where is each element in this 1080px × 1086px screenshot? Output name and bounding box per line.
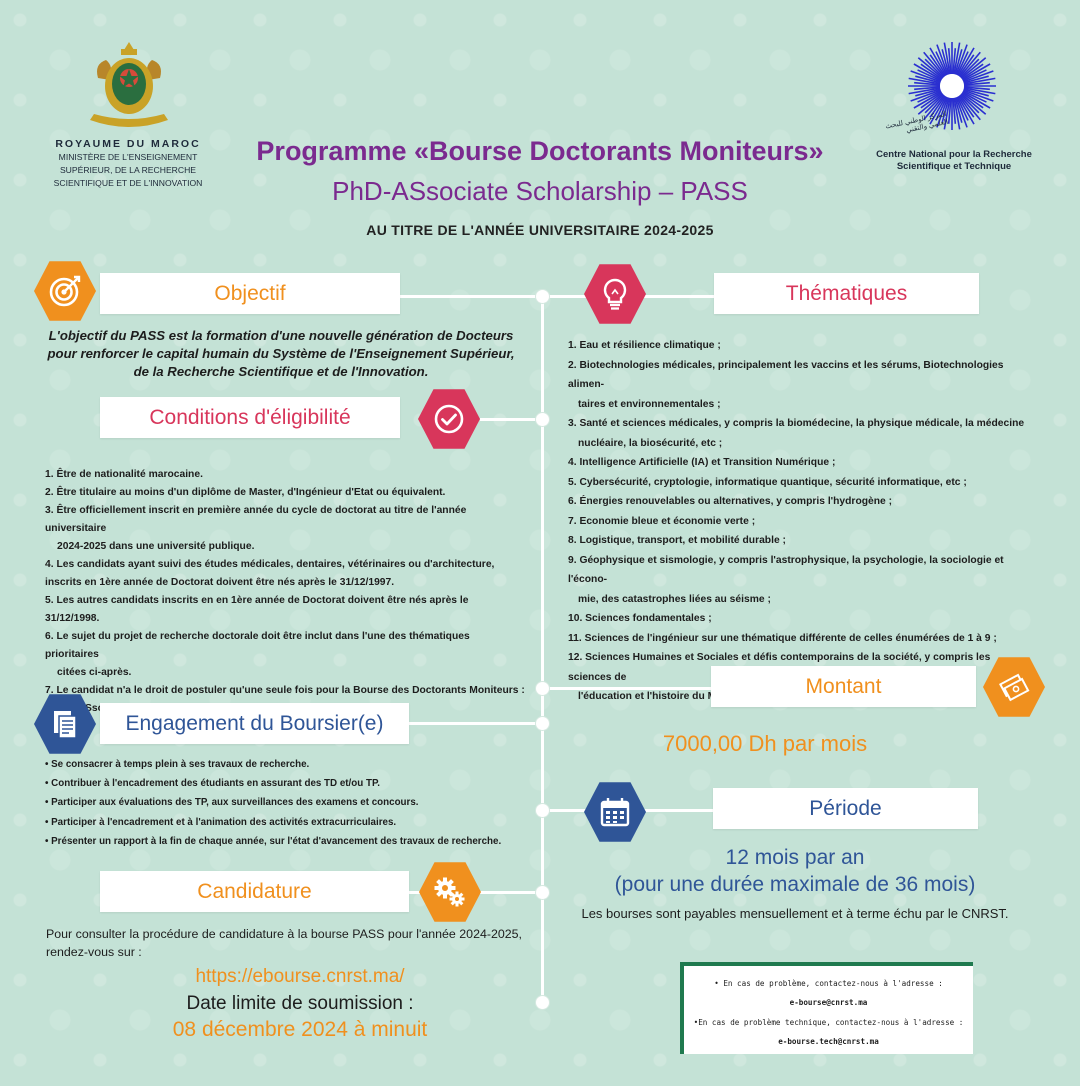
- periode-line-1: 12 mois par an: [725, 846, 865, 869]
- timeline-dot: [535, 716, 550, 731]
- candidature-label: Candidature: [197, 880, 312, 903]
- timeline-dot: [535, 681, 550, 696]
- list-item: 1. Eau et résilience climatique ;: [568, 340, 721, 351]
- contact-email[interactable]: e-bourse@cnrst.ma: [789, 998, 868, 1007]
- periode-label: Période: [809, 797, 882, 820]
- engagement-list: • Se consacrer à temps plein à ses trava…: [45, 755, 525, 851]
- engagement-label: Engagement du Boursier(e): [125, 712, 384, 735]
- timeline-dot: [535, 803, 550, 818]
- list-item: • Se consacrer à temps plein à ses trava…: [45, 759, 310, 770]
- montant-header: Montant: [711, 666, 976, 707]
- objectif-header: Objectif: [100, 273, 400, 314]
- objectif-text-line: pour renforcer le capital humain du Syst…: [47, 346, 515, 361]
- list-item: • Participer aux évaluations des TP, aux…: [45, 797, 419, 809]
- contact-email[interactable]: e-bourse.tech@cnrst.ma: [778, 1037, 879, 1046]
- check-badge-icon: [418, 389, 480, 449]
- ministry-line: SCIENTIFIQUE ET DE L'INNOVATION: [53, 178, 203, 188]
- timeline-dot: [535, 289, 550, 304]
- page-subtitle: PhD-ASsociate Scholarship – PASS: [332, 176, 748, 206]
- timeline-branch: [409, 722, 542, 725]
- list-item: • Contribuer à l'encadrement des étudian…: [45, 778, 380, 790]
- list-item: 1. Être de nationalité marocaine.: [45, 469, 203, 480]
- engagement-header: Engagement du Boursier(e): [100, 703, 409, 744]
- kingdom-name: ROYAUME DU MAROC: [55, 138, 201, 150]
- thematiques-label: Thématiques: [785, 282, 908, 305]
- timeline-dot: [535, 885, 550, 900]
- candidature-text: Pour consulter la procédure de candidatu…: [46, 927, 522, 959]
- academic-year: AU TITRE DE L'ANNÉE UNIVERSITAIRE 2024-2…: [366, 222, 714, 238]
- candidature-header: Candidature: [100, 871, 409, 912]
- list-item: mie, des catastrophes liées au séisme ;: [578, 593, 771, 605]
- list-item: 2024-2025 dans une université publique.: [57, 541, 255, 552]
- conditions-label: Conditions d'éligibilité: [149, 406, 351, 429]
- list-item: 3. Être officiellement inscrit en premiè…: [45, 505, 467, 534]
- cnrst-name: Centre National pour la Recherche Scient…: [866, 149, 1042, 173]
- list-item: 6. Le sujet du projet de recherche docto…: [45, 631, 470, 660]
- montant-label: Montant: [805, 675, 882, 698]
- timeline-branch: [541, 687, 713, 690]
- list-item: 11. Sciences de l'ingénieur sur une thém…: [568, 632, 997, 644]
- cnrst-logo: [906, 40, 998, 132]
- list-item: 12. Sciences Humaines et Sociales et déf…: [568, 652, 991, 683]
- list-item: 7. Economie bleue et économie verte ;: [568, 515, 756, 527]
- thematiques-header: Thématiques: [714, 273, 979, 314]
- list-item: • Participer à l'encadrement et à l'anim…: [45, 816, 397, 828]
- list-item: 6. Énergies renouvelables ou alternative…: [568, 496, 893, 507]
- page-title: Programme «Bourse Doctorants Moniteurs»: [256, 136, 824, 166]
- objectif-text-line: de la Recherche Scientifique et de l'Inn…: [133, 364, 429, 379]
- candidature-link[interactable]: https://ebourse.cnrst.ma/: [195, 966, 405, 987]
- list-item: 4. Intelligence Artificielle (IA) et Tra…: [568, 457, 836, 468]
- deadline-value: 08 décembre 2024 à minuit: [172, 1018, 428, 1041]
- objectif-text: L'objectif du PASS est la formation d'un…: [38, 327, 524, 381]
- list-item: 10. Sciences fondamentales ;: [568, 613, 712, 624]
- timeline-dot: [535, 412, 550, 427]
- conditions-header: Conditions d'éligibilité: [100, 397, 400, 438]
- periode-line-2: (pour une durée maximale de 36 mois): [614, 873, 976, 896]
- thematiques-list: 1. Eau et résilience climatique ; 2. Bio…: [568, 336, 1028, 707]
- ministry-line: SUPÉRIEUR, DE LA RECHERCHE: [59, 165, 197, 175]
- list-item: 5. Cybersécurité, cryptologie, informati…: [568, 476, 967, 488]
- list-item: taires et environnementales ;: [578, 398, 721, 410]
- cnrst-name-line: Centre National pour la Recherche: [876, 149, 1032, 160]
- objectif-label: Objectif: [214, 282, 286, 305]
- list-item: 7. Le candidat n'a le droit de postuler …: [45, 685, 525, 696]
- list-item: nucléaire, la biosécurité, etc ;: [578, 437, 723, 449]
- list-item: 2. Être titulaire au moins d'un diplôme …: [45, 487, 446, 498]
- timeline-vertical: [541, 296, 544, 1002]
- list-item: 3. Santé et sciences médicales, y compri…: [568, 418, 1025, 429]
- timeline-dot: [535, 995, 550, 1010]
- cnrst-name-line: Scientifique et Technique: [896, 161, 1012, 172]
- list-item: inscrits en 1ère année de Doctorat doive…: [45, 577, 395, 588]
- list-item: • Présenter un rapport à la fin de chaqu…: [45, 835, 502, 847]
- montant-value: 7000,00 Dh par mois: [662, 731, 868, 756]
- target-icon: [34, 261, 96, 321]
- royal-emblem: [84, 38, 174, 130]
- list-item: 2. Biotechnologies médicales, principale…: [568, 359, 1004, 391]
- list-item: citées ci-après.: [57, 667, 132, 678]
- list-item: 9. Géophysique et sismologie, y compris …: [568, 554, 1004, 586]
- contact-line: •En cas de problème technique, contactez…: [693, 1018, 964, 1027]
- periode-header: Période: [713, 788, 978, 829]
- list-item: 5. Les autres candidats inscrits en en 1…: [45, 595, 469, 624]
- contact-line: • En cas de problème, contactez-nous à l…: [714, 979, 943, 988]
- deadline-label: Date limite de soumission :: [186, 993, 414, 1014]
- contact-box: • En cas de problème, contactez-nous à l…: [680, 962, 973, 1054]
- periode-note: Les bourses sont payables mensuellement …: [581, 906, 1009, 921]
- timeline-branch: [400, 295, 715, 298]
- timeline-branch: [480, 418, 542, 421]
- conditions-list: 1. Être de nationalité marocaine. 2. Êtr…: [45, 466, 525, 718]
- objectif-text-line: L'objectif du PASS est la formation d'un…: [48, 328, 514, 343]
- kingdom-block: ROYAUME DU MAROC MINISTÈRE DE L'ENSEIGNE…: [40, 138, 216, 189]
- list-item: 4. Les candidats ayant suivi des études …: [45, 559, 495, 570]
- ministry-line: MINISTÈRE DE L'ENSEIGNEMENT: [58, 152, 198, 162]
- list-item: 8. Logistique, transport, et mobilité du…: [568, 535, 786, 546]
